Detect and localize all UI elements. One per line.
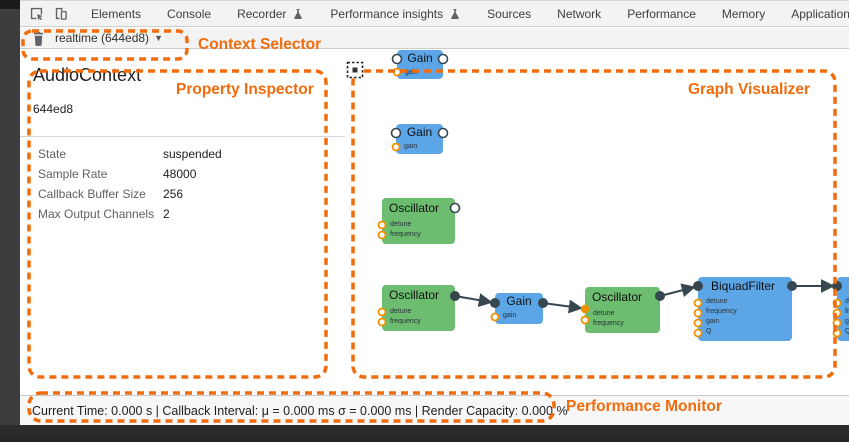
desktop-edge [0, 0, 20, 425]
webaudio-toolbar: realtime (644ed8) ▼ [20, 28, 849, 49]
experimental-flask-icon [292, 8, 304, 20]
graph-node-gain[interactable]: Gain gain [396, 124, 443, 154]
context-id: 644ed8 [33, 102, 74, 116]
property-row: Sample Rate 48000 [38, 167, 197, 181]
divider [20, 136, 345, 137]
graph-node-gain[interactable]: Gain gain [397, 50, 443, 79]
tab-console[interactable]: Console [167, 6, 212, 21]
graph-node-biquadfilter[interactable]: BiquadFilter detune frequency gain Q [698, 277, 792, 341]
tab-application[interactable]: Application [791, 6, 849, 21]
devtools-window: Elements Console Recorder Performance in… [20, 0, 849, 425]
property-row: Max Output Channels 2 [38, 207, 170, 221]
graph-node-oscillator[interactable]: Oscillator detune frequency [382, 198, 455, 244]
graph-node-gain[interactable]: Gain gain [495, 293, 543, 324]
graph-visualizer-pane: Gain gain Gain gain Oscillator detune fr… [345, 49, 849, 395]
tab-network[interactable]: Network [557, 6, 602, 21]
inspect-element-icon[interactable] [29, 6, 44, 22]
tab-memory[interactable]: Memory [721, 6, 766, 21]
graph-node-oscillator[interactable]: Oscillator detune frequency [382, 285, 455, 331]
chevron-down-icon: ▼ [154, 33, 163, 43]
devtools-tabbar: Elements Console Recorder Performance in… [20, 0, 849, 27]
property-row: Callback Buffer Size 256 [38, 187, 184, 201]
experimental-flask-icon [449, 8, 461, 20]
property-inspector-pane: AudioContext 644ed8 State suspended Samp… [20, 49, 345, 395]
context-type-title: AudioContext [33, 65, 142, 85]
tab-sources[interactable]: Sources [487, 6, 532, 21]
tab-elements[interactable]: Elements [91, 6, 142, 21]
performance-monitor-text: Current Time: 0.000 s | Callback Interva… [32, 403, 568, 418]
tab-recorder[interactable]: Recorder [237, 7, 304, 21]
device-toolbar-icon[interactable] [53, 6, 68, 22]
property-row: State suspended [38, 147, 222, 161]
tab-performance[interactable]: Performance [627, 6, 696, 21]
performance-monitor-bar: Current Time: 0.000 s | Callback Interva… [20, 395, 849, 425]
context-selector-dropdown[interactable]: realtime (644ed8) ▼ [55, 31, 163, 45]
trash-icon[interactable] [32, 31, 45, 46]
graph-node-oscillator[interactable]: Oscillator detune frequency [585, 287, 660, 333]
graph-node-biquadfilter[interactable]: BiquadFilter detune frequency gain Q [837, 277, 849, 341]
desktop-bottom [0, 425, 849, 442]
tab-performance-insights[interactable]: Performance insights [330, 7, 461, 21]
desktop-edge-corner [0, 0, 20, 9]
